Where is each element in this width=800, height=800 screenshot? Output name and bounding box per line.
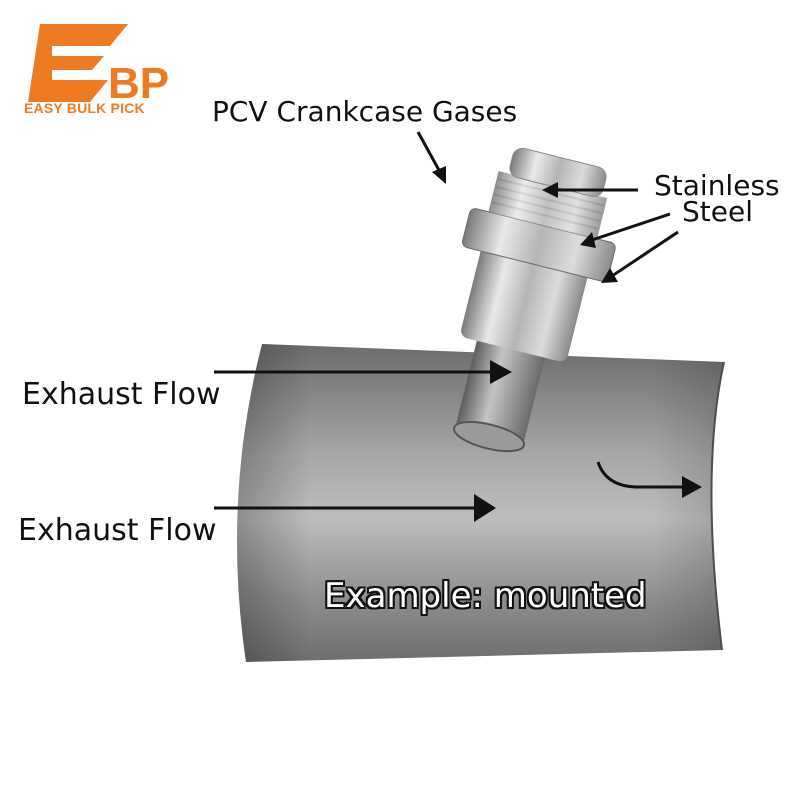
stainless-arrow-bottom bbox=[601, 230, 679, 283]
exhaust-flow-label-bottom: Exhaust Flow bbox=[18, 513, 217, 548]
pcv-label: PCV Crankcase Gases bbox=[212, 95, 518, 128]
ebp-logo-mark: BP bbox=[28, 24, 169, 108]
stainless-label-line1: Stainless bbox=[654, 169, 780, 202]
logo-lettering: BP bbox=[108, 59, 169, 108]
exhaust-flow-arrow-bottom bbox=[214, 494, 496, 522]
gas-outlet-arrow bbox=[596, 461, 702, 498]
stainless-arrow-middle bbox=[580, 212, 671, 248]
stainless-fitting bbox=[452, 147, 616, 453]
stainless-arrow-top bbox=[542, 182, 638, 198]
brand-tagline: EASY BULK PICK bbox=[24, 100, 145, 116]
exhaust-flow-label-top: Exhaust Flow bbox=[22, 377, 221, 412]
exhaust-flow-arrow-top bbox=[214, 360, 512, 384]
stainless-label-line2: Steel bbox=[682, 195, 753, 228]
pcv-arrow bbox=[416, 131, 446, 184]
mounted-caption: Example: mounted bbox=[324, 576, 647, 616]
